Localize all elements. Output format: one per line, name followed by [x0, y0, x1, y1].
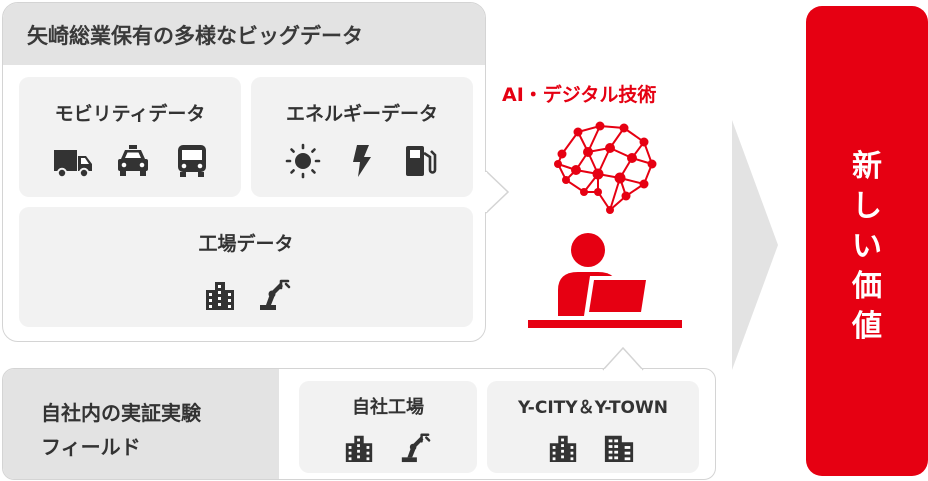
field-panel-pointer — [602, 346, 644, 372]
sun-icon — [285, 143, 321, 179]
bigdata-panel-pointer — [480, 170, 510, 214]
energy-data-cell: エネルギーデータ — [251, 77, 473, 197]
field-label-area — [3, 369, 279, 479]
factory-data-cell: 工場データ — [19, 207, 473, 327]
person-at-laptop-icon — [528, 233, 682, 328]
field-label-line2: フィールド — [41, 435, 141, 459]
mobility-data-label: モビリティデータ — [54, 103, 206, 125]
bigdata-panel: 矢崎総業保有の多様なビッグデータ モビリティデータ エネルギーデータ — [2, 2, 486, 342]
own-factory-label: 自社工場 — [352, 397, 424, 418]
new-value-char-2: し — [852, 189, 882, 224]
new-value-char-1: 新 — [852, 149, 882, 184]
building-icon — [343, 431, 375, 463]
own-factory-cell: 自社工場 — [299, 381, 477, 473]
ycity-ytown-cell: Y-CITY＆Y-TOWN — [487, 381, 699, 473]
ycity-ytown-label: Y-CITY＆Y-TOWN — [518, 398, 668, 418]
new-value-char-4: 価 — [852, 269, 882, 304]
office-building-icon — [603, 431, 635, 463]
building-icon — [203, 277, 237, 311]
taxi-icon — [118, 145, 148, 176]
field-label-line1: 自社内の実証実験 — [41, 401, 201, 425]
energy-data-label: エネルギーデータ — [285, 103, 438, 125]
robot-arm-icon — [399, 431, 431, 463]
ai-digital-title: AI・デジタル技術 — [502, 84, 657, 106]
brain-network-icon — [554, 121, 657, 214]
mobility-data-cell: モビリティデータ — [19, 77, 241, 197]
new-value-char-5: 値 — [852, 309, 882, 344]
flow-arrow — [732, 120, 778, 370]
bigdata-title-bar — [3, 3, 485, 65]
bigdata-title: 矢崎総業保有の多様なビッグデータ — [27, 24, 363, 48]
building-icon — [547, 431, 579, 463]
factory-data-label: 工場データ — [198, 233, 294, 255]
field-panel: 自社内の実証実験 フィールド 自社工場 Y-CITY＆Y-TOWN — [2, 368, 716, 480]
robot-arm-icon — [257, 277, 291, 311]
fuel-pump-icon — [406, 146, 437, 176]
new-value-box: 新 し い 価 値 — [806, 6, 928, 476]
bus-icon — [178, 145, 206, 177]
new-value-char-3: い — [852, 229, 882, 264]
lightning-icon — [353, 145, 371, 177]
truck-icon — [54, 150, 92, 179]
